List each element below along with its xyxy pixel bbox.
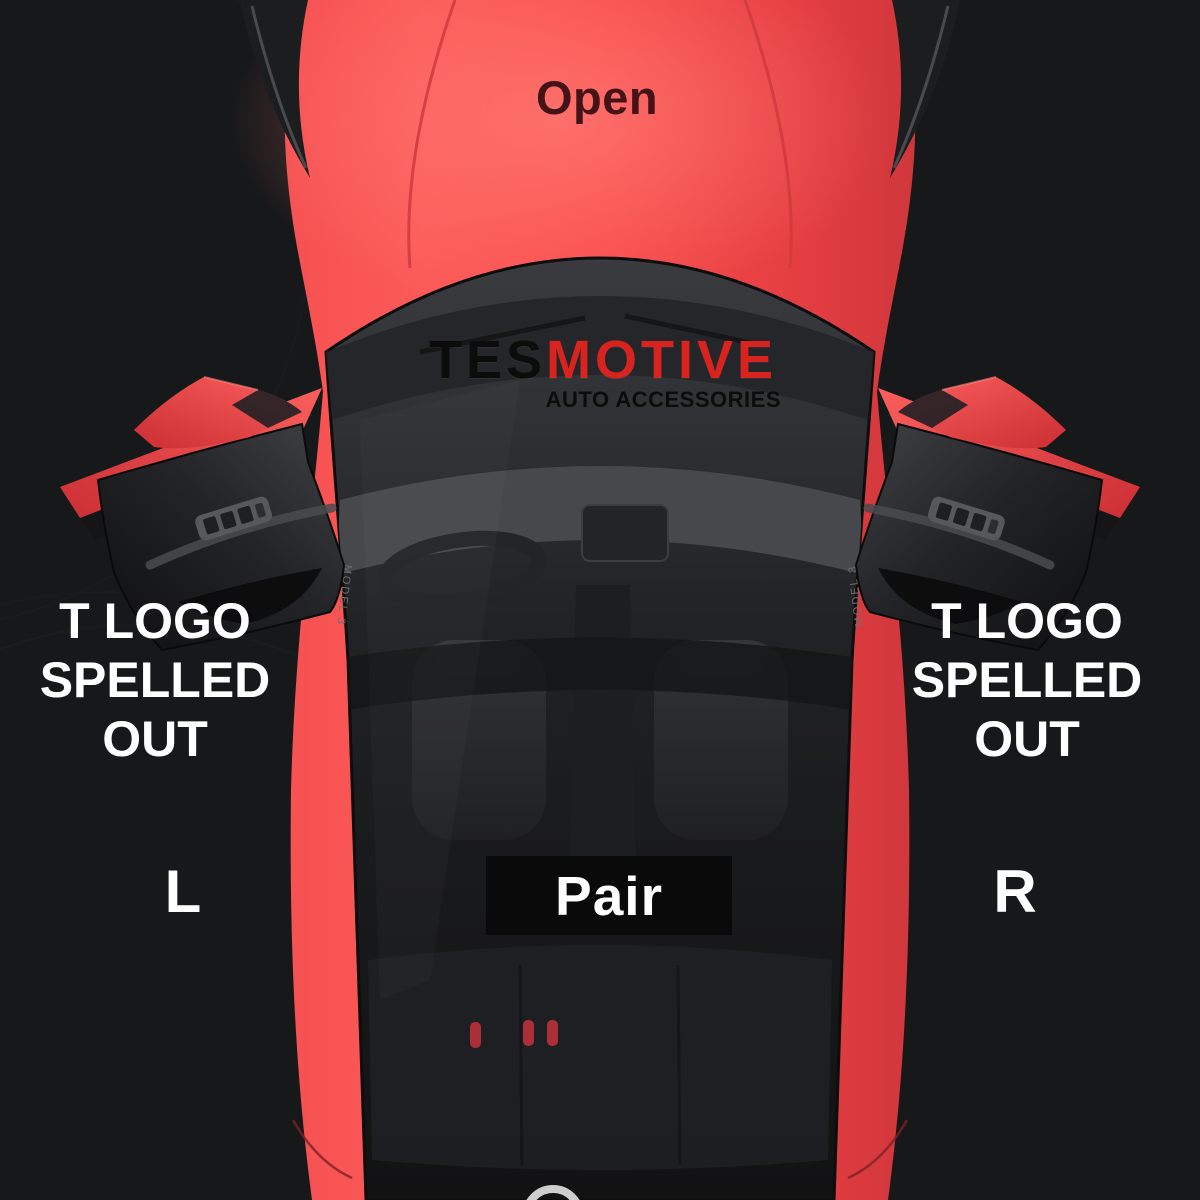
right-side-letter: R xyxy=(993,858,1037,925)
brand-logo: TESMOTIVE AUTO ACCESSORIES xyxy=(429,333,781,412)
left-annotation: T LOGO SPELLED OUT xyxy=(40,592,271,769)
left-window-switches xyxy=(195,496,273,541)
left-open-door xyxy=(60,376,346,652)
left-mirror xyxy=(134,376,302,449)
hood-highlight xyxy=(230,0,890,310)
right-annotation-line2: SPELLED xyxy=(911,652,1143,708)
open-door-label: Open xyxy=(535,71,659,124)
center-screen xyxy=(581,504,669,562)
right-door-armrest xyxy=(863,503,1055,570)
watermark-ring-icon xyxy=(526,1185,580,1200)
right-window-switches xyxy=(927,496,1005,541)
interior-details xyxy=(326,296,874,1170)
wipers xyxy=(419,313,761,355)
roof-divider xyxy=(330,637,870,712)
brand-name-suffix: MOTIVE xyxy=(546,330,778,390)
rear-bench xyxy=(368,945,832,1170)
rear-door-seams xyxy=(291,1119,909,1180)
hood-crease-lines xyxy=(407,0,793,269)
left-annotation-line3: OUT xyxy=(102,711,208,767)
rear-seat-splits xyxy=(518,964,682,1166)
right-mirror xyxy=(898,376,1066,449)
right-annotation: T LOGO SPELLED OUT xyxy=(912,592,1143,769)
right-annotation-line3: OUT xyxy=(974,711,1080,767)
right-annotation-line1: T LOGO xyxy=(931,593,1123,649)
brand-name-prefix: TES xyxy=(429,330,547,390)
brand-name: TESMOTIVE xyxy=(429,333,781,387)
steering-wheel xyxy=(377,530,547,610)
pair-badge: Pair xyxy=(486,856,732,935)
cowl-band xyxy=(326,296,874,420)
left-door-pocket xyxy=(178,568,322,624)
seatbelt-buckles xyxy=(470,1020,558,1048)
pair-badge-label: Pair xyxy=(555,864,663,927)
center-console xyxy=(570,585,636,866)
right-door-pocket xyxy=(878,568,1022,624)
brand-tagline: AUTO ACCESSORIES xyxy=(545,387,781,412)
cabin-glass-roof: MODEL 3 MODEL 3 xyxy=(324,256,876,1200)
left-side-letter: L xyxy=(164,858,202,925)
front-fender-shadows xyxy=(240,0,960,178)
left-annotation-line1: T LOGO xyxy=(59,593,251,649)
left-door-armrest xyxy=(145,503,337,570)
left-annotation-line2: SPELLED xyxy=(39,652,271,708)
right-open-door xyxy=(854,376,1140,652)
